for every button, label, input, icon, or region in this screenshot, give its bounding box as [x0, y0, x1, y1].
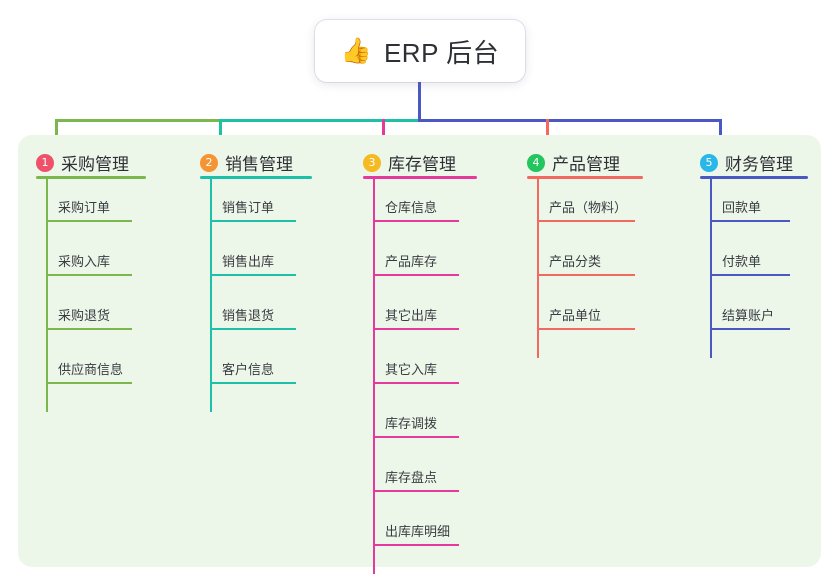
leaf-node-underline	[46, 382, 132, 384]
leaf-node-underline	[373, 490, 459, 492]
leaf-node-label: 库存调拨	[385, 416, 438, 431]
leaf-node-label: 供应商信息	[58, 362, 124, 377]
leaf-node-label: 采购订单	[58, 200, 111, 215]
leaf-node[interactable]: 结算账户	[710, 276, 790, 330]
column-index-badge-2: 2	[200, 153, 218, 172]
bus-segment-green	[55, 119, 221, 122]
root-node-card[interactable]: 👍 ERP 后台	[315, 20, 525, 82]
leaf-node-underline	[710, 220, 790, 222]
leaf-node-underline	[537, 220, 635, 222]
column-spine-5	[710, 179, 712, 358]
column-index-badge-5: 5	[700, 153, 718, 172]
leaf-node[interactable]: 其它出库	[373, 276, 459, 330]
leaf-node-underline	[46, 328, 132, 330]
leaf-node-underline	[710, 274, 790, 276]
leaf-node[interactable]: 库存调拨	[373, 384, 459, 438]
column-underline-3	[363, 176, 477, 179]
column-header-2[interactable]: 2 销售管理	[200, 150, 293, 175]
leaf-node[interactable]: 仓库信息	[373, 168, 459, 222]
leaf-node-underline	[373, 436, 459, 438]
leaf-node-label: 仓库信息	[385, 200, 438, 215]
leaf-node-underline	[710, 328, 790, 330]
column-index-badge-4: 4	[527, 153, 545, 172]
column-title-4: 产品管理	[552, 155, 620, 174]
leaf-node-underline	[373, 328, 459, 330]
leaf-node[interactable]: 供应商信息	[46, 330, 132, 384]
column-header-5[interactable]: 5 财务管理	[700, 150, 793, 175]
leaf-node[interactable]: 付款单	[710, 222, 790, 276]
column-title-2: 销售管理	[225, 155, 293, 174]
leaf-node-label: 销售出库	[222, 254, 275, 269]
root-trunk-line	[418, 82, 421, 122]
leaf-node-label: 产品库存	[385, 254, 438, 269]
column-underline-4	[527, 176, 643, 179]
leaf-node-underline	[210, 274, 296, 276]
root-node-title: ERP 后台	[383, 37, 500, 68]
leaf-node-label: 销售退货	[222, 308, 275, 323]
leaf-node-underline	[373, 220, 459, 222]
leaf-node-underline	[373, 274, 459, 276]
leaf-node-underline	[46, 274, 132, 276]
column-spine-3	[373, 179, 375, 574]
leaf-node-underline	[537, 274, 635, 276]
leaf-node-underline	[210, 382, 296, 384]
leaf-node[interactable]: 库存盘点	[373, 438, 459, 492]
leaf-node-underline	[46, 220, 132, 222]
leaf-node[interactable]: 销售出库	[210, 222, 296, 276]
leaf-node-underline	[373, 544, 459, 546]
column-header-1[interactable]: 1 采购管理	[36, 150, 129, 175]
leaf-node-label: 回款单	[722, 200, 762, 215]
leaf-node-label: 其它入库	[385, 362, 438, 377]
column-title-3: 库存管理	[388, 155, 456, 174]
leaf-node[interactable]: 回款单	[710, 168, 790, 222]
column-index-badge-1: 1	[36, 153, 54, 172]
leaf-node[interactable]: 销售退货	[210, 276, 296, 330]
leaf-node-label: 采购退货	[58, 308, 111, 323]
leaf-node[interactable]: 其它入库	[373, 330, 459, 384]
branch-panel	[18, 135, 821, 567]
leaf-node-label: 产品（物料）	[549, 200, 628, 215]
leaf-node-label: 其它出库	[385, 308, 438, 323]
leaf-node[interactable]: 客户信息	[210, 330, 296, 384]
leaf-node[interactable]: 采购订单	[46, 168, 132, 222]
leaf-node-label: 结算账户	[722, 308, 775, 323]
leaf-node-underline	[210, 328, 296, 330]
thumbs-up-icon: 👍	[340, 36, 372, 65]
leaf-node-label: 付款单	[722, 254, 762, 269]
leaf-node-label: 采购入库	[58, 254, 111, 269]
leaf-node[interactable]: 产品分类	[537, 222, 635, 276]
column-spine-2	[210, 179, 212, 412]
leaf-node-label: 产品单位	[549, 308, 602, 323]
leaf-node[interactable]: 产品（物料）	[537, 168, 635, 222]
column-title-5: 财务管理	[725, 155, 793, 174]
column-underline-1	[36, 176, 146, 179]
bus-segment-blue	[418, 119, 722, 122]
leaf-node[interactable]: 产品单位	[537, 276, 635, 330]
leaf-node-label: 销售订单	[222, 200, 275, 215]
column-underline-5	[700, 176, 808, 179]
leaf-node-underline	[537, 328, 635, 330]
column-header-4[interactable]: 4 产品管理	[527, 150, 620, 175]
leaf-node[interactable]: 出库库明细	[373, 492, 459, 546]
leaf-node-label: 库存盘点	[385, 470, 438, 485]
leaf-node-underline	[210, 220, 296, 222]
column-title-1: 采购管理	[61, 155, 129, 174]
column-underline-2	[200, 176, 312, 179]
leaf-node[interactable]: 产品库存	[373, 222, 459, 276]
leaf-node-underline	[373, 382, 459, 384]
column-spine-4	[537, 179, 539, 358]
leaf-node[interactable]: 销售订单	[210, 168, 296, 222]
column-header-3[interactable]: 3 库存管理	[363, 150, 456, 175]
leaf-node-label: 产品分类	[549, 254, 602, 269]
column-spine-1	[46, 179, 48, 412]
column-index-badge-3: 3	[363, 153, 381, 172]
leaf-node-label: 客户信息	[222, 362, 275, 377]
leaf-node-label: 出库库明细	[385, 524, 451, 539]
leaf-node[interactable]: 采购入库	[46, 222, 132, 276]
leaf-node[interactable]: 采购退货	[46, 276, 132, 330]
bus-segment-teal	[219, 119, 420, 122]
